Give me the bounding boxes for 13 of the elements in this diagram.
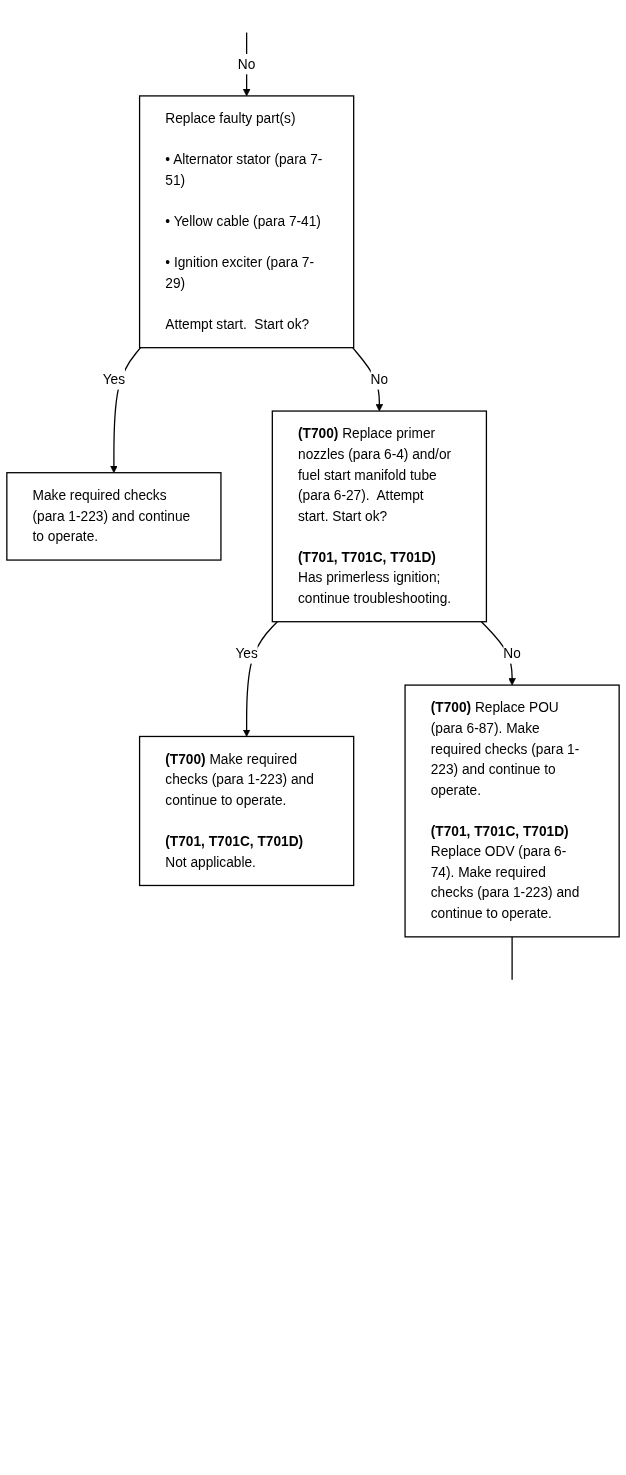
arrow xyxy=(242,621,278,737)
edge-label: No xyxy=(237,56,256,72)
edge-label: Yes xyxy=(102,371,126,387)
node-box: (T700) Make required checks (para 1-223) and continue to operate. (T701, T701C, T701D) Not applicable. xyxy=(138,735,355,887)
connector xyxy=(511,936,513,981)
node-box: (T700) Replace POU (para 6-87). Make required checks (para 1-223) and continue to operate. (T701, T701C, T701D) Replace ODV (para 6-74). Make required checks (para 1-223) and continue to operate. xyxy=(404,684,620,938)
edge-label: Yes xyxy=(235,645,258,661)
arrow xyxy=(110,347,142,474)
edge-label: No xyxy=(503,645,521,661)
node-box: Replace faulty part(s) • Alternator stator (para 7-51) • Yellow cable (para 7-41) • Ignition exciter (para 7-29) Attempt start. Start ok? xyxy=(138,95,355,349)
node-box: Make required checks (para 1-223) and continue to operate. xyxy=(6,472,222,561)
node-box: (T700) Replace primer nozzles (para 6-4) and/or fuel start manifold tube (para 6-27). Attempt start. Start ok? (T701, T701C, T701D) Has primerless ignition; continue troubleshooting. xyxy=(271,410,488,623)
edge-label: No xyxy=(370,371,389,387)
